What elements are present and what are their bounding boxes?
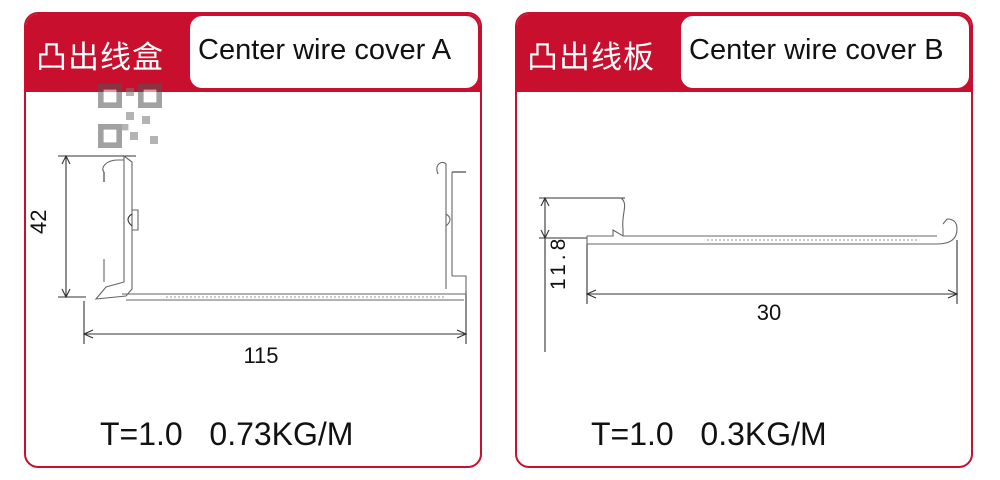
title-english-box: Center wire cover A <box>190 16 478 88</box>
card-header: 凸出线盒 Center wire cover A <box>26 14 480 92</box>
product-card-b: 凸出线板 Center wire cover B 11.8 30 T=1.0 0… <box>515 12 973 468</box>
height-label: 11.8 <box>547 235 570 290</box>
title-english: Center wire cover B <box>689 34 944 66</box>
width-label: 115 <box>243 343 278 368</box>
spec-text: T=1.0 0.3KG/M <box>591 416 827 452</box>
card-header: 凸出线板 Center wire cover B <box>517 14 971 92</box>
profile-drawing-b: 11.8 30 <box>539 196 959 352</box>
product-card-a: 凸出线盒 Center wire cover A <box>24 12 482 468</box>
title-english-box: Center wire cover B <box>681 16 969 88</box>
width-label: 30 <box>757 300 781 325</box>
qr-code-icon <box>98 84 162 148</box>
spec-text: T=1.0 0.73KG/M <box>100 416 354 452</box>
title-chinese: 凸出线盒 <box>36 40 164 76</box>
profile-drawing-a: 42 115 <box>26 154 468 368</box>
title-chinese: 凸出线板 <box>527 40 655 76</box>
title-english: Center wire cover A <box>198 34 452 66</box>
height-label: 42 <box>26 210 51 234</box>
